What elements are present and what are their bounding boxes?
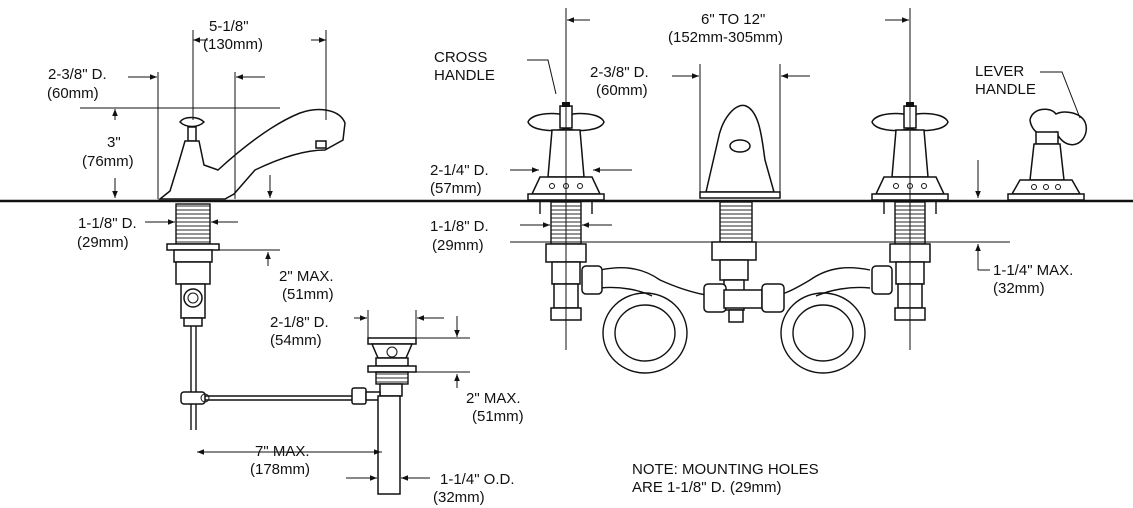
- dimension-lines: [80, 8, 1081, 481]
- spout-height-label: 3": [107, 134, 121, 151]
- tailpiece-label: 1-1/4" O.D.: [440, 471, 515, 488]
- valve-base-width-label: 2-1/4" D.: [430, 162, 489, 179]
- pop-up-rod-metric: (178mm): [250, 461, 310, 478]
- spout-height-metric: (76mm): [82, 153, 134, 170]
- spread-label: 6" TO 12": [701, 11, 765, 28]
- drain-max-label: 2" MAX.: [466, 390, 521, 407]
- valve-max-deck-label: 1-1/4" MAX.: [993, 262, 1073, 279]
- spout-shank-label: 1-1/8" D.: [78, 215, 137, 232]
- spout-base-width-metric: (60mm): [47, 85, 99, 102]
- spout-max-deck-metric: (51mm): [282, 286, 334, 303]
- mounting-note-line-1: NOTE: MOUNTING HOLES: [632, 461, 819, 478]
- valve-shank-label: 1-1/8" D.: [430, 218, 489, 235]
- drain-max-metric: (51mm): [472, 408, 524, 425]
- spout-reach-metric: (130mm): [203, 36, 263, 53]
- lever-handle-label-2: HANDLE: [975, 81, 1036, 98]
- cross-handle-label: CROSS: [434, 49, 487, 66]
- spout-reach-label: 5-1/8": [209, 18, 249, 35]
- valve-max-deck-metric: (32mm): [993, 280, 1045, 297]
- mounting-note-line-2: ARE 1-1/8" D. (29mm): [632, 479, 782, 496]
- tailpiece-metric: (32mm): [433, 489, 485, 506]
- single-hole-faucet: [157, 108, 352, 430]
- spout-shank-metric: (29mm): [77, 234, 129, 251]
- dimension-labels: 5-1/8" (130mm) 2-3/8" D. (60mm) 3" (76mm…: [47, 11, 1073, 506]
- pop-up-rod-label: 7" MAX.: [255, 443, 310, 460]
- spout-max-deck-label: 2" MAX.: [279, 268, 334, 285]
- center-spout-width-label: 2-3/8" D.: [590, 64, 649, 81]
- valve-shank-metric: (29mm): [432, 237, 484, 254]
- spout-base-width-label: 2-3/8" D.: [48, 66, 107, 83]
- lever-handle-label: LEVER: [975, 63, 1024, 80]
- drain-assembly: [351, 337, 417, 495]
- center-spout-width-metric: (60mm): [596, 82, 648, 99]
- cross-handle-label-2: HANDLE: [434, 67, 495, 84]
- drain-flange-metric: (54mm): [270, 332, 322, 349]
- valve-base-width-metric: (57mm): [430, 180, 482, 197]
- drain-flange-label: 2-1/8" D.: [270, 314, 329, 331]
- spread-metric: (152mm-305mm): [668, 29, 783, 46]
- widespread-faucet: [527, 102, 1087, 374]
